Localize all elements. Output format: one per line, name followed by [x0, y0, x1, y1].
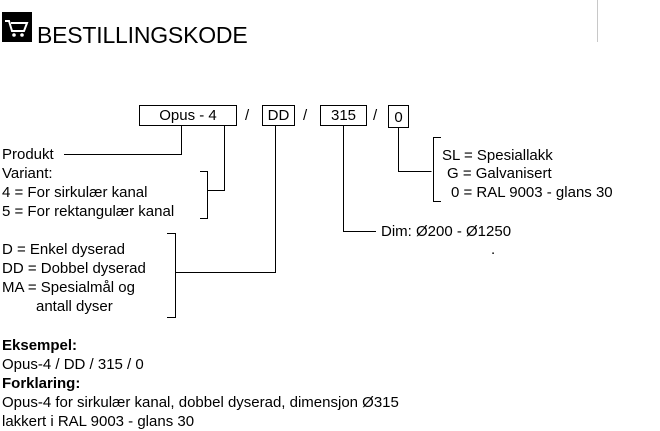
example-heading: Eksempel: — [2, 337, 78, 354]
variant-connector — [207, 126, 225, 191]
label-dimension: Dim: Ø200 - Ø1250 — [381, 223, 512, 240]
code-product-box: Opus - 4 — [139, 105, 237, 126]
label-ma-line1: MA = Spesialmål og — [2, 279, 135, 296]
label-g: G = Galvanisert — [447, 165, 552, 182]
page-title: BESTILLINGSKODE — [37, 22, 248, 48]
code-variant: DD — [267, 107, 290, 124]
shopping-cart-icon — [2, 12, 32, 42]
code-variant-box: DD — [262, 105, 295, 126]
produkt-connector — [64, 126, 182, 155]
label-dot: . — [491, 241, 496, 258]
paint-connector — [398, 128, 432, 172]
explain-line1: Opus-4 for sirkulær kanal, dobbel dysera… — [2, 394, 399, 411]
shopping-cart-icon-svg — [5, 20, 29, 37]
code-paint: 0 — [394, 109, 403, 126]
code-separator: / — [303, 107, 308, 124]
code-product: Opus - 4 — [159, 107, 217, 124]
explain-line2: lakkert i RAL 9003 - glans 30 — [2, 413, 195, 430]
divider — [597, 0, 598, 42]
explain-heading: Forklaring: — [2, 375, 81, 392]
code-separator: / — [245, 107, 250, 124]
code-dimension-box: 315 — [320, 105, 367, 126]
dyserad-bracket — [167, 233, 176, 318]
dimension-connector — [343, 126, 376, 232]
example-code: Opus-4 / DD / 315 / 0 — [2, 356, 144, 373]
label-variant-4: 4 = For sirkulær kanal — [2, 184, 148, 201]
paint-bracket — [433, 137, 441, 202]
label-ma-line2: antall dyser — [36, 298, 113, 315]
label-dd-dobbel: DD = Dobbel dyserad — [2, 260, 146, 277]
label-variant-title: Variant: — [2, 165, 53, 182]
label-zero: 0 = RAL 9003 - glans 30 — [451, 184, 613, 201]
dyserad-connector — [175, 126, 276, 273]
code-separator: / — [373, 107, 378, 124]
code-paint-box: 0 — [388, 105, 409, 128]
label-variant-5: 5 = For rektangulær kanal — [2, 203, 175, 220]
variant-bracket — [200, 171, 208, 219]
label-d-enkel: D = Enkel dyserad — [2, 241, 125, 258]
label-sl: SL = Spesiallakk — [442, 147, 553, 164]
label-produkt: Produkt — [2, 146, 54, 163]
code-dimension: 315 — [330, 107, 357, 124]
